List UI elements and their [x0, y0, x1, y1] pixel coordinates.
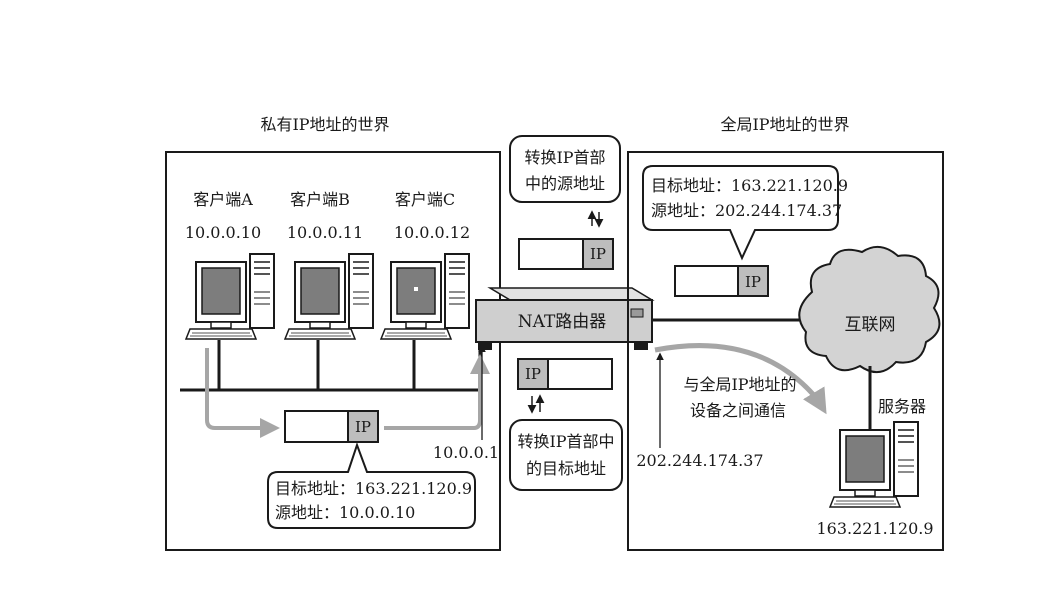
- global-packet: IP: [674, 265, 769, 297]
- router-bottom-packet: IP: [517, 358, 613, 390]
- internet-cloud: 互联网: [798, 245, 941, 373]
- bottom-callout-line2: 的目标地址: [526, 459, 606, 478]
- internet-label: 互联网: [845, 315, 896, 335]
- top-callout-line2: 中的源地址: [525, 174, 605, 193]
- global-header-callout: 目标地址：163.221.120.9 源地址：202.244.174.37: [642, 165, 848, 261]
- private-world-title: 私有IP地址的世界: [260, 115, 389, 134]
- client-a-label: 客户端A: [193, 190, 253, 209]
- global-world-title: 全局IP地址的世界: [720, 115, 849, 134]
- top-swap-arrows: [587, 210, 604, 228]
- bottom-callout-line1: 转换IP首部中: [517, 432, 614, 451]
- client-b-computer: [284, 253, 374, 340]
- global-packet-label: IP: [745, 273, 761, 291]
- router-bottom-callout: 转换IP首部中 的目标地址: [509, 419, 623, 491]
- global-note-line2: 设备之间通信: [690, 401, 786, 420]
- client-b-ip: 10.0.0.11: [287, 223, 363, 242]
- router-outer-ip: 202.244.174.37: [636, 451, 763, 470]
- router-top-packet: IP: [518, 238, 614, 270]
- nat-router: NAT路由器: [475, 287, 655, 350]
- server-computer: [829, 421, 919, 508]
- router-inner-ip: 10.0.0.1: [433, 443, 499, 462]
- client-a-ip: 10.0.0.10: [185, 223, 261, 242]
- client-a-computer: [185, 253, 275, 340]
- private-world-frame: [165, 151, 501, 551]
- private-dest-address: 目标地址：163.221.120.9: [275, 479, 472, 498]
- router-top-packet-label: IP: [590, 245, 606, 263]
- private-src-address: 源地址：10.0.0.10: [275, 503, 415, 522]
- flow-arrow-right: [384, 354, 490, 430]
- lan-bus: [180, 340, 482, 392]
- private-header-callout: 目标地址：163.221.120.9 源地址：10.0.0.10: [267, 441, 476, 529]
- flow-arrow-left: [205, 348, 280, 438]
- top-callout-line1: 转换IP首部: [524, 148, 605, 167]
- client-c-label: 客户端C: [395, 190, 455, 209]
- client-b-label: 客户端B: [290, 190, 350, 209]
- bottom-swap-arrows: [527, 394, 545, 414]
- global-note-line1: 与全局IP地址的: [683, 375, 796, 394]
- router-top-callout: 转换IP首部 中的源地址: [509, 135, 621, 203]
- server-ip: 163.221.120.9: [816, 519, 933, 538]
- client-c-computer: [380, 253, 470, 340]
- global-flow-arrow: [654, 343, 827, 415]
- private-packet: IP: [284, 410, 379, 443]
- router-bottom-packet-label: IP: [525, 365, 541, 383]
- global-world-frame: [627, 151, 944, 551]
- screen-cursor: [414, 287, 418, 291]
- global-dest-address: 目标地址：163.221.120.9: [651, 176, 848, 195]
- server-label: 服务器: [878, 397, 926, 416]
- router-label: NAT路由器: [518, 312, 607, 332]
- private-packet-label: IP: [355, 418, 371, 436]
- global-src-address: 源地址：202.244.174.37: [651, 201, 842, 220]
- client-c-ip: 10.0.0.12: [394, 223, 470, 242]
